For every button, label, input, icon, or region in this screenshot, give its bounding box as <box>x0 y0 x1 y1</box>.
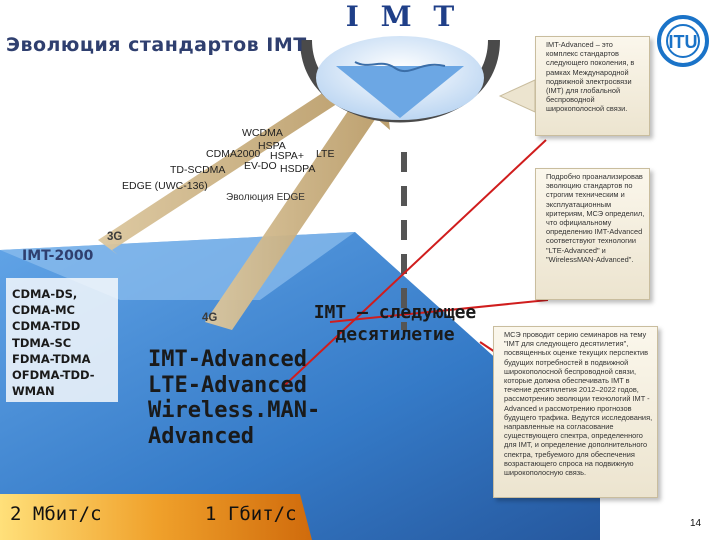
imt-logo: I M T <box>346 2 460 32</box>
page-title: Эволюция стандартов IMT <box>6 34 307 56</box>
imt-advanced-list: IMT-Advanced LTE-Advanced Wireless.MAN- … <box>148 347 320 449</box>
generation-4g-label: 4G <box>202 312 218 324</box>
list-item: WMAN <box>12 384 55 399</box>
list-item: TDMA-SC <box>12 335 72 350</box>
itu-logo: ITU <box>657 15 709 67</box>
list-item: IMT-Advanced <box>148 347 307 372</box>
tech-cdma2000: CDMA2000 <box>206 148 261 160</box>
tech-edge-evolution: Эволюция EDGE <box>226 192 305 203</box>
tech-hspa-plus: HSPA+ <box>270 150 304 162</box>
list-item: CDMA-TDD <box>12 319 81 334</box>
next-decade-line: десятилетие <box>335 324 455 345</box>
page-number: 14 <box>690 518 702 529</box>
tech-td-scdma: TD-SCDMA <box>170 164 226 176</box>
tech-hspa: HSPA <box>258 140 286 152</box>
tech-evdo: EV-DO <box>244 160 277 172</box>
callout-seminars: МСЭ проводит серию семинаров на тему "IM… <box>493 326 658 498</box>
callout-imt-advanced-definition: IMT-Advanced – это комплекс стандартов с… <box>535 36 650 136</box>
generation-3g-label: 3G <box>107 231 123 243</box>
list-item: LTE-Advanced <box>148 372 307 398</box>
svg-text:ITU: ITU <box>669 32 698 52</box>
tech-edge: EDGE (UWC-136) <box>122 180 208 192</box>
tech-lte: LTE <box>316 148 335 160</box>
next-decade-heading: IMT – следующее десятилетие <box>290 302 500 346</box>
next-decade-line: IMT – следующее <box>313 302 477 323</box>
list-item: OFDMA-TDD- <box>12 368 95 383</box>
list-item: CDMA-DS, <box>12 287 78 301</box>
speed-low-label: 2 Мбит/с <box>10 503 102 525</box>
list-item: FDMA-TDMA <box>12 351 91 366</box>
imt-logo-text: I M T <box>346 2 460 32</box>
imt-2000-tech-list: CDMA-DS, CDMA-MC CDMA-TDD TDMA-SC FDMA-T… <box>12 286 112 399</box>
list-item: CDMA-MC <box>12 303 75 318</box>
tech-hsdpa: HSDPA <box>280 163 316 175</box>
tech-wcdma: WCDMA <box>242 127 283 139</box>
list-item: Advanced <box>148 423 254 449</box>
imt-2000-title: IMT-2000 <box>22 248 94 264</box>
callout-itu-analysis: Подробно проанализировав эволюцию станда… <box>535 168 650 300</box>
speed-high-label: 1 Гбит/с <box>205 503 297 525</box>
list-item: Wireless.MAN- <box>148 398 321 423</box>
